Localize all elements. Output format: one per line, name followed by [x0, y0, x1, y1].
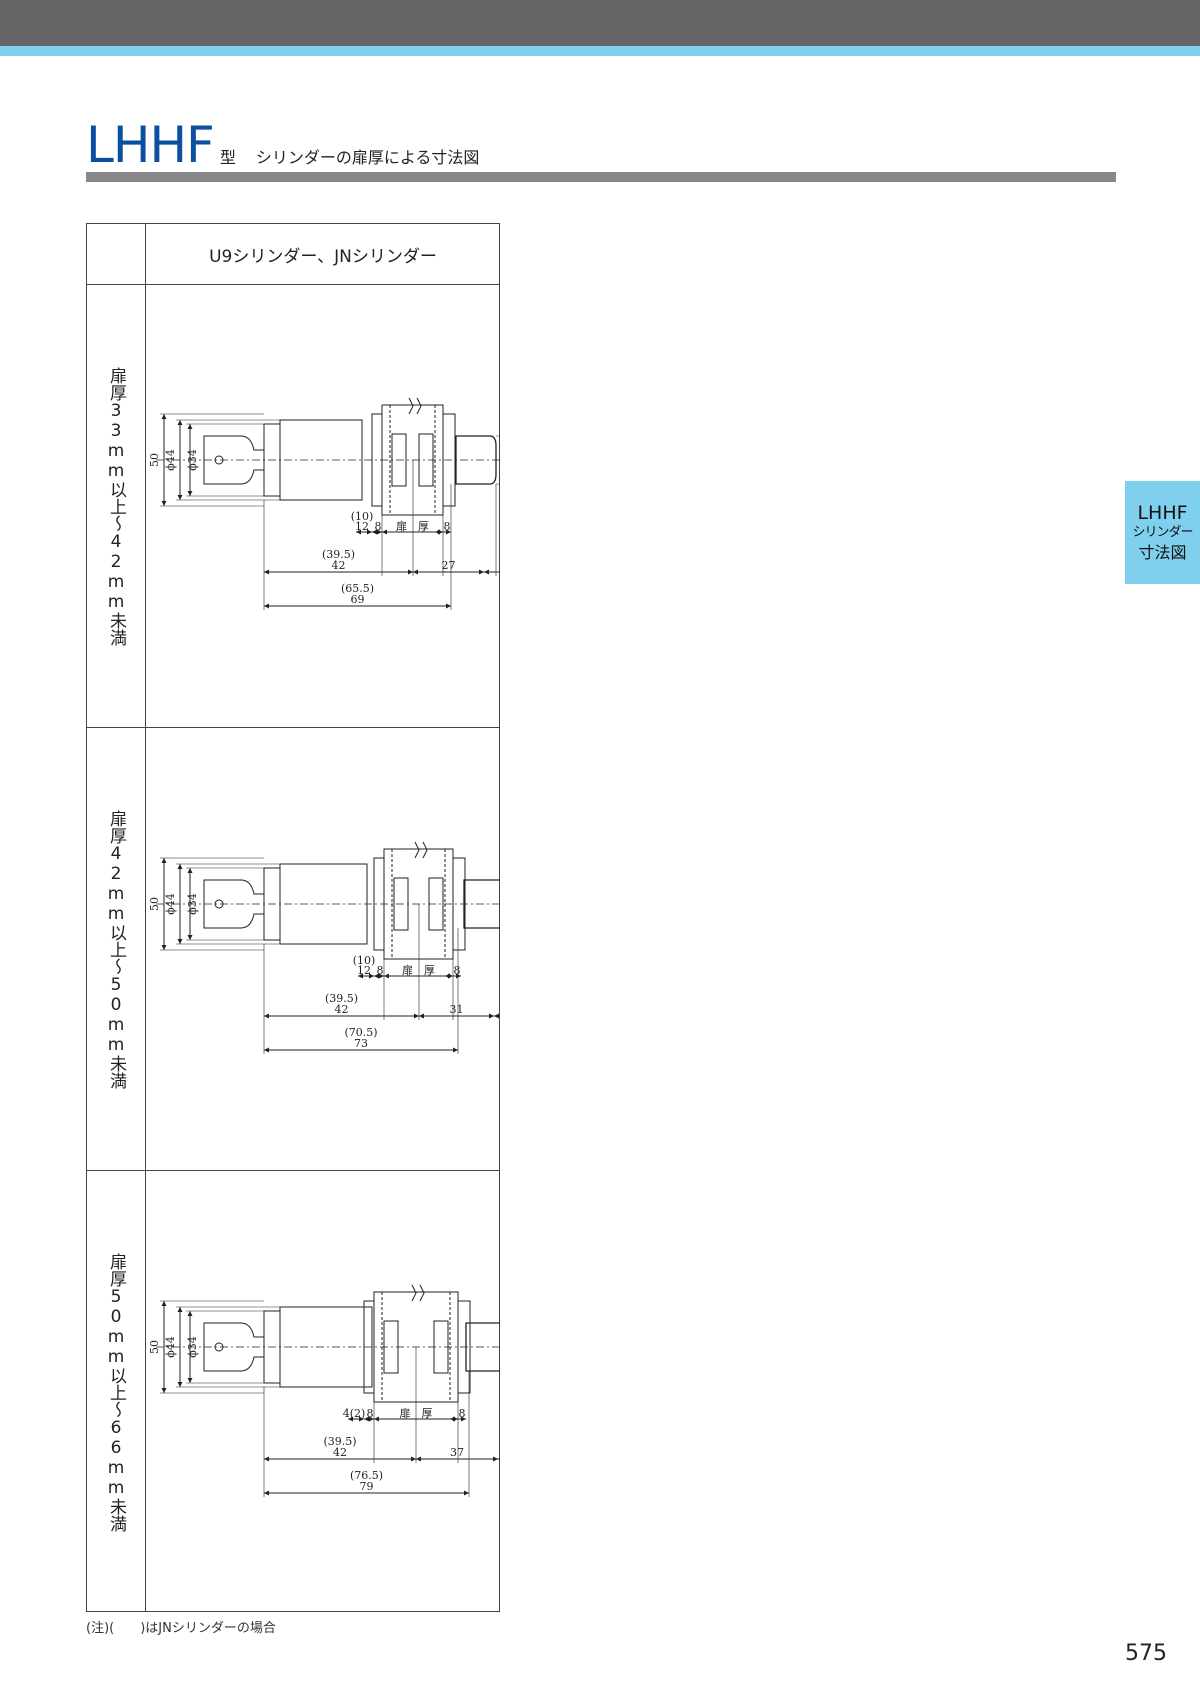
dim-a-paren: (10): [351, 510, 374, 523]
dim-g-paren: (65.5): [341, 582, 374, 595]
dim-g: 73: [354, 1037, 368, 1050]
dim-phi34: ϕ34: [186, 1336, 199, 1358]
page-heading: LHHF 型 シリンダーの扉厚による寸法図: [86, 112, 479, 170]
table-column-divider: [145, 224, 146, 1611]
dim-50: 50: [148, 453, 161, 467]
table-row-divider: [87, 727, 499, 728]
dim-d-paren: (39.5): [323, 1435, 356, 1448]
model-name: LHHF: [86, 116, 215, 174]
top-stripe: [0, 46, 1200, 56]
dim-e: 27: [442, 559, 456, 572]
table-row-divider: [87, 284, 499, 285]
top-bar: [0, 0, 1200, 46]
dim-d: 42: [335, 1003, 349, 1016]
row-label-3: 扉厚50mm以上〜66mm未満: [106, 1252, 126, 1532]
table-row-divider: [87, 1170, 499, 1171]
dimension-lines: 50ϕ44ϕ34294(2)8扉 厚8(39.5)423720(76.5)79: [148, 1300, 500, 1497]
dim-phi44: ϕ44: [164, 1336, 177, 1358]
dim-phi44: ϕ44: [164, 893, 177, 915]
page-number: 575: [1125, 1641, 1167, 1666]
dim-phi34: ϕ34: [186, 449, 199, 471]
dim-e: 31: [450, 1003, 464, 1016]
dim-c: 8: [444, 520, 451, 533]
dim-a: 12: [355, 520, 369, 533]
cylinder-outline: [156, 841, 500, 960]
dim-50: 50: [148, 897, 161, 911]
thumb-turn-knob: [455, 435, 497, 485]
dim-a: 12: [357, 964, 371, 977]
dim-g: 69: [351, 593, 365, 606]
cylinder-dimension-drawing: 50ϕ44ϕ34294(2)8扉 厚8(39.5)423720(76.5)79: [148, 1284, 500, 1497]
footnote: (注)( )はJNシリンダーの場合: [86, 1621, 276, 1636]
dim-d-paren: (39.5): [322, 548, 355, 561]
dim-door-thickness: 扉 厚: [396, 520, 429, 533]
dimension-table: U9シリンダー、JNシリンダー 扉厚33mm以上〜42mm未満 扉厚42mm以上…: [86, 223, 500, 1612]
page-subtitle: シリンダーの扉厚による寸法図: [255, 148, 480, 167]
column-header: U9シリンダー、JNシリンダー: [209, 246, 437, 267]
dim-c: 8: [459, 1407, 466, 1420]
side-tab-line2: シリンダー: [1132, 524, 1193, 540]
dim-b: 8: [377, 964, 384, 977]
dim-d: 42: [333, 1446, 347, 1459]
row-label-1: 扉厚33mm以上〜42mm未満: [106, 366, 126, 646]
inner-ring-right: [457, 1300, 471, 1394]
side-tab-model: LHHF: [1137, 501, 1188, 524]
side-tab-line3: 寸法図: [1138, 542, 1187, 562]
dim-a: 4(2): [343, 1407, 366, 1420]
dim-phi34: ϕ34: [186, 893, 199, 915]
side-index-tab[interactable]: LHHF シリンダー 寸法図: [1125, 481, 1200, 584]
dim-b: 8: [367, 1407, 374, 1420]
type-suffix: 型: [219, 148, 236, 167]
cylinder-outline: [156, 1284, 500, 1403]
heading-rule: [86, 172, 1116, 182]
dim-g: 79: [360, 1480, 374, 1493]
cylinder-outline: [156, 397, 500, 516]
dim-door-thickness: 扉 厚: [402, 964, 435, 977]
outer-body: [279, 1306, 373, 1388]
drawing-row-3: 50ϕ44ϕ34294(2)8扉 厚8(39.5)423720(76.5)79: [146, 1171, 500, 1613]
dim-g-paren: (76.5): [350, 1469, 383, 1482]
dim-d-paren: (39.5): [325, 992, 358, 1005]
dim-phi44: ϕ44: [164, 449, 177, 471]
dim-d: 42: [332, 559, 346, 572]
dim-e: 37: [450, 1446, 464, 1459]
dim-a-paren: (10): [353, 954, 376, 967]
dim-g-paren: (70.5): [344, 1026, 377, 1039]
dim-c: 8: [454, 964, 461, 977]
dim-b: 8: [375, 520, 382, 533]
row-label-2: 扉厚42mm以上〜50mm未満: [106, 809, 126, 1089]
dim-50: 50: [148, 1340, 161, 1354]
